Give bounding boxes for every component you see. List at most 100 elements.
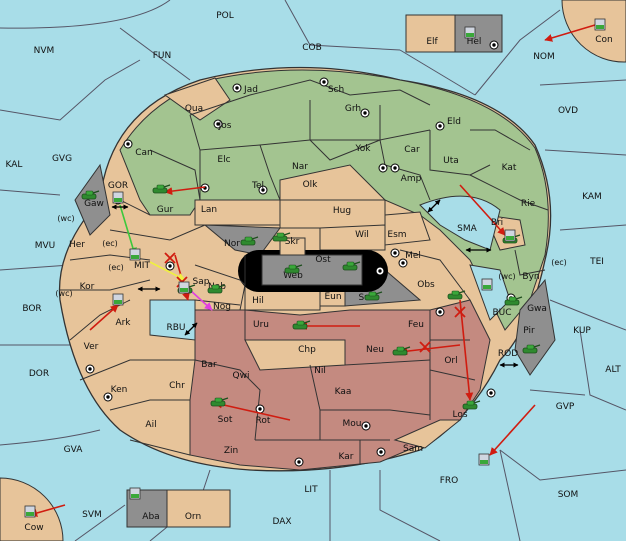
province-label: Jad [243, 85, 258, 95]
province-label: ROD [498, 349, 518, 359]
region-sam [393, 419, 462, 449]
army-unit[interactable] [272, 232, 291, 242]
fleet-unit[interactable] [481, 278, 493, 291]
province-label: BUC [492, 308, 511, 318]
fleet-unit[interactable] [112, 191, 124, 204]
province-label: Yok [354, 144, 371, 154]
army-unit[interactable] [342, 261, 361, 271]
land-borders [60, 79, 549, 465]
army-unit[interactable] [462, 400, 481, 410]
move-arrow [459, 299, 474, 401]
sea-label: BOR [22, 304, 41, 314]
province-label: Nil [314, 366, 326, 376]
sea-label: GVP [556, 402, 575, 412]
fleet-unit[interactable] [504, 229, 516, 242]
province-label: Hil [252, 296, 264, 306]
province-label: Cow [24, 523, 43, 533]
army-unit[interactable] [207, 284, 226, 294]
army-unit[interactable] [210, 397, 229, 407]
province-label: Kat [502, 163, 517, 173]
region-qua [163, 77, 231, 121]
supply-centre-dot [393, 166, 397, 170]
army-unit[interactable] [522, 344, 541, 354]
region-web-ost [261, 254, 363, 286]
province-label: Feu [408, 320, 424, 330]
sea-label: GVG [52, 154, 72, 164]
supply-centre-dot [297, 460, 301, 464]
fleet-unit[interactable] [478, 453, 490, 466]
army-unit[interactable] [447, 290, 466, 300]
supply-centre-dot [88, 367, 92, 371]
province-label: RBU [166, 323, 185, 333]
province-label: Nor [224, 239, 240, 249]
province-label: Chr [169, 381, 185, 391]
province-label: Lan [201, 205, 217, 215]
army-unit[interactable] [364, 291, 383, 301]
cut-support-mark [454, 306, 466, 318]
sea-label: NOM [533, 52, 555, 62]
sea-label: NVM [34, 46, 55, 56]
move-arrow [119, 204, 137, 256]
fleet-unit[interactable] [24, 505, 36, 518]
province-label: SMA [457, 224, 477, 234]
province-label: Orn [185, 512, 201, 522]
province-label: Sot [218, 415, 233, 425]
province-label: Neu [366, 345, 384, 355]
fleet-unit[interactable] [178, 281, 190, 294]
province-label: Rot [256, 416, 271, 426]
province-label: Orl [444, 356, 457, 366]
sea-label: FUN [153, 51, 172, 61]
army-unit[interactable] [240, 236, 259, 246]
army-unit[interactable] [292, 320, 311, 330]
province-label: Con [595, 35, 613, 45]
army-unit[interactable] [504, 296, 523, 306]
move-arrow [29, 504, 66, 517]
fleet-unit[interactable] [464, 26, 476, 39]
region-gaw [74, 163, 111, 236]
sea-label: MVU [35, 241, 56, 251]
supply-centre-dot [168, 264, 172, 268]
move-arrow [164, 186, 206, 196]
region-con [561, 0, 626, 63]
sea-label: KUP [573, 326, 591, 336]
fleet-unit[interactable] [129, 248, 141, 261]
sea-label: TEI [589, 257, 604, 267]
province-label: Byn [522, 272, 539, 282]
province-label: Mou [343, 419, 362, 429]
supply-centre-dot [216, 122, 220, 126]
province-label: Bar [201, 360, 217, 370]
move-arrow [214, 400, 291, 421]
sea-label: KAL [6, 160, 23, 170]
province-label: Tel [251, 181, 264, 191]
fleet-unit[interactable] [129, 487, 141, 500]
sea-label: COB [302, 43, 322, 53]
army-unit[interactable] [392, 346, 411, 356]
province-label: Chp [298, 345, 316, 355]
supply-centre-dot [492, 43, 496, 47]
sea-label: SVM [82, 510, 102, 520]
supply-centre-dot [381, 166, 385, 170]
region-chp [244, 339, 346, 371]
supply-centre-dot [322, 80, 326, 84]
province-label: MIT [134, 261, 150, 271]
supply-centre-dot [106, 395, 110, 399]
province-label: Car [404, 145, 420, 155]
fleet-unit[interactable] [112, 293, 124, 306]
army-unit[interactable] [81, 190, 100, 200]
coast-label: (wc) [55, 289, 72, 298]
province-label: Eld [447, 117, 461, 127]
sea-label: OVD [558, 106, 578, 116]
fleet-unit[interactable] [594, 18, 606, 31]
province-label: Amp [401, 174, 422, 184]
province-label: Nar [292, 162, 308, 172]
province-label: Ken [111, 385, 128, 395]
connector-arrow [427, 199, 441, 213]
supply-centre-dot [438, 124, 442, 128]
province-label: Bri [491, 218, 503, 228]
province-label: Kor [80, 282, 95, 292]
move-arrow [149, 261, 186, 281]
sea-label: FRO [440, 476, 459, 486]
coast-label: (ec) [551, 258, 567, 267]
army-unit[interactable] [284, 264, 303, 274]
army-unit[interactable] [152, 184, 171, 194]
